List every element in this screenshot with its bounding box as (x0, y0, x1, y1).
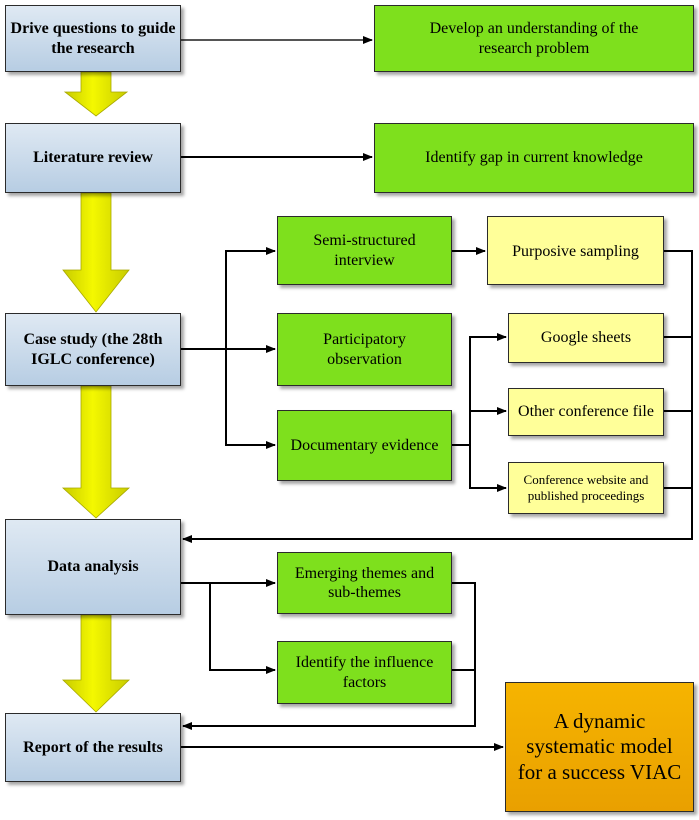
edge-analysis-factors (209, 583, 276, 674)
step-case-study: Case study (the 28th IGLC conference) (5, 313, 181, 386)
outcome-gap: Identify gap in current knowledge (374, 123, 694, 193)
method-observation: Participatory observation (277, 313, 452, 386)
edge-documentary-google (469, 333, 507, 445)
source-google-sheets: Google sheets (508, 313, 664, 363)
step-report: Report of the results (5, 713, 181, 782)
step-drive-questions: Drive questions to guide the research (5, 5, 181, 72)
step-data-analysis: Data analysis (5, 519, 181, 615)
edge-documentary-website (469, 445, 507, 492)
outcome-model: A dynamic systematic model for a success… (505, 682, 694, 812)
step-literature-review: Literature review (5, 123, 181, 193)
method-documentary: Documentary evidence (277, 410, 452, 481)
outcome-understanding: Develop an understanding of the research… (374, 5, 694, 72)
analysis-factors: Identify the influence factors (277, 641, 452, 704)
edge-case-documentary (225, 349, 276, 449)
edge-themes-report (182, 582, 476, 730)
source-sampling: Purposive sampling (487, 216, 664, 285)
flow-arrow-3 (61, 385, 131, 519)
flow-arrow-4 (62, 614, 130, 713)
edge-sampling-return (182, 250, 693, 543)
flow-arrow-2 (62, 192, 130, 313)
analysis-themes: Emerging themes and sub-themes (277, 552, 452, 614)
source-other-file: Other conference file (508, 388, 664, 436)
method-interview: Semi-structured interview (277, 216, 452, 285)
edge-case-interview (225, 247, 276, 349)
flow-arrow-1 (63, 71, 129, 117)
source-website: Conference website and published proceed… (508, 462, 664, 514)
